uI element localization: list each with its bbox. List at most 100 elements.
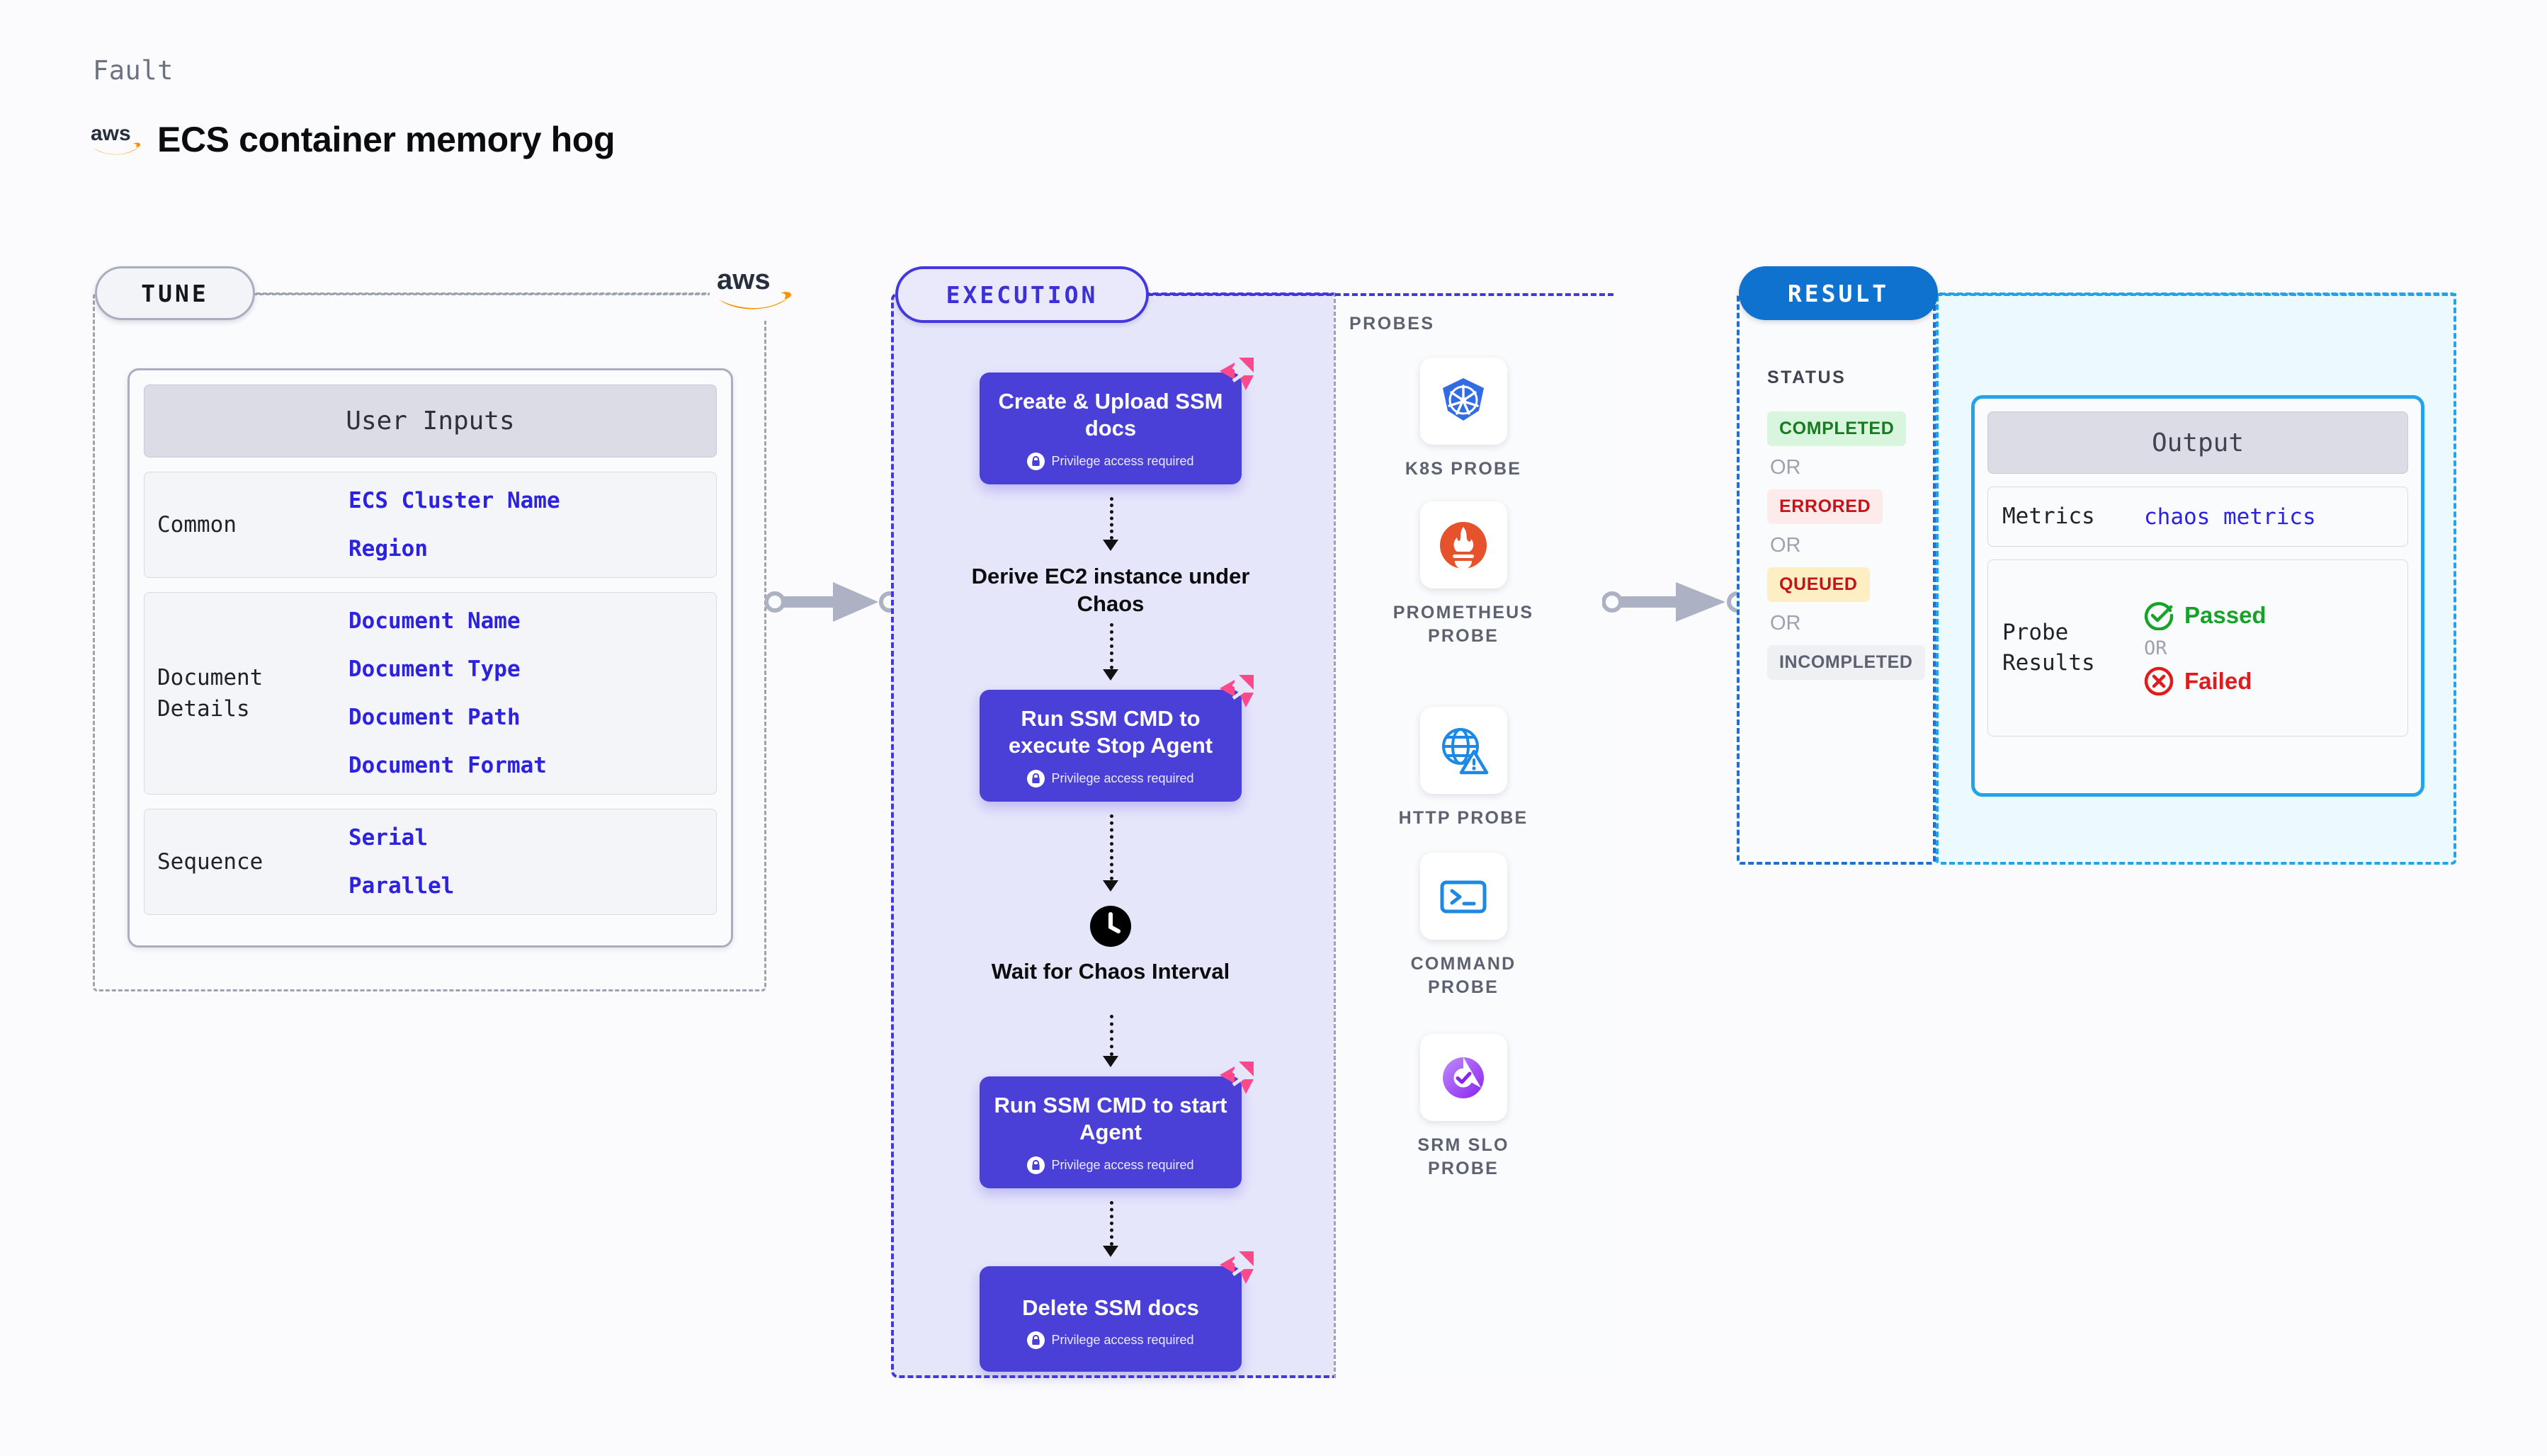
tune-row-common: Common ECS Cluster Name Region (144, 472, 717, 578)
harness-logo-icon (1220, 1062, 1254, 1094)
or-separator: OR (1770, 534, 1801, 557)
output-metrics-value[interactable]: chaos metrics (2144, 504, 2316, 530)
tune-row-values: ECS Cluster Name Region (348, 488, 560, 562)
probe-label: PROMETHEUS PROBE (1392, 603, 1534, 646)
tune-value[interactable]: Region (348, 536, 428, 562)
tune-value[interactable]: ECS Cluster Name (348, 488, 560, 513)
tune-value[interactable]: Parallel (348, 873, 455, 899)
tune-row-key: Sequence (157, 848, 263, 875)
tune-pill[interactable]: TUNE (95, 266, 255, 320)
probes-column (1334, 292, 1618, 1378)
tune-pill-label: TUNE (141, 279, 209, 307)
flow-node-sub-label: Privilege access required (1051, 1157, 1194, 1172)
probe-label: SRM SLO PROBE (1417, 1135, 1509, 1178)
or-separator: OR (1770, 456, 1801, 479)
status-list: COMPLETED OR ERRORED OR QUEUED OR INCOMP… (1767, 411, 1925, 680)
probe-item-k8s[interactable]: K8S PROBE (1382, 358, 1545, 481)
tune-value[interactable]: Document Type (348, 656, 521, 682)
flow-node-subtitle: Privilege access required (989, 452, 1232, 470)
output-row-key: Metrics (2002, 504, 2095, 529)
flow-connector (1110, 497, 1113, 540)
status-badge-incompleted: INCOMPLETED (1767, 645, 1925, 680)
flow-connector-arrow (1103, 1246, 1118, 1257)
flow-connector (1110, 1015, 1113, 1056)
probe-result-values: Passed OR Failed (2144, 601, 2267, 696)
flow-node-derive-ec2-instance: Derive EC2 instance under Chaos (962, 562, 1259, 618)
probe-item-command[interactable]: COMMAND PROBE (1382, 853, 1545, 999)
probe-tile (1419, 358, 1507, 445)
execution-pill-label: EXECUTION (946, 280, 1099, 309)
check-circle-icon (2144, 602, 2174, 630)
status-badge-completed: COMPLETED (1767, 411, 1907, 446)
tune-value[interactable]: Serial (348, 825, 428, 851)
or-separator: OR (1770, 612, 1801, 635)
probe-item-prometheus[interactable]: PROMETHEUS PROBE (1382, 501, 1545, 647)
flow-node-title: Run SSM CMD to execute Stop Agent (1008, 706, 1213, 758)
lock-icon (1027, 1331, 1045, 1350)
harness-logo-icon (1220, 675, 1254, 707)
probe-item-srm-slo[interactable]: SRM SLO PROBE (1382, 1034, 1545, 1180)
tune-row-values: Serial Parallel (348, 825, 454, 899)
flow-connector-arrow (1103, 880, 1118, 892)
or-separator: OR (2144, 637, 2167, 659)
lock-icon (1027, 1156, 1045, 1174)
tune-value[interactable]: Document Name (348, 608, 521, 634)
flow-node-wait-for-chaos-interval: Wait for Chaos Interval (962, 905, 1259, 985)
status-badge-queued: QUEUED (1767, 567, 1870, 602)
flow-connector (1110, 1201, 1113, 1246)
probe-result-passed: Passed (2144, 601, 2267, 630)
flow-node-delete-ssm-docs[interactable]: Delete SSM docs Privilege access require… (980, 1251, 1254, 1372)
flow-node-title: Run SSM CMD to start Agent (994, 1093, 1227, 1145)
connector-execution-to-result (1602, 582, 1747, 622)
tune-value[interactable]: Document Format (348, 753, 547, 778)
flow-node-run-ssm-stop-agent[interactable]: Run SSM CMD to execute Stop Agent Privil… (980, 675, 1254, 802)
flow-node-run-ssm-start-agent[interactable]: Run SSM CMD to start Agent Privilege acc… (980, 1062, 1254, 1188)
output-card-title: Output (1987, 411, 2408, 474)
flow-node-title: Delete SSM docs (1022, 1295, 1199, 1320)
flow-node-title: Derive EC2 instance under Chaos (971, 564, 1250, 617)
probe-label: HTTP PROBE (1398, 808, 1528, 828)
execution-panel (891, 292, 1618, 1378)
probe-tile (1419, 853, 1507, 940)
flow-node-title: Wait for Chaos Interval (991, 959, 1230, 984)
probes-title: PROBES (1349, 314, 1435, 334)
terminal-icon (1440, 880, 1487, 913)
flow-node-subtitle: Privilege access required (989, 1331, 1232, 1350)
status-title: STATUS (1767, 368, 1847, 387)
probe-label: K8S PROBE (1405, 459, 1522, 479)
page-title-row: aws ECS container memory hog (91, 119, 615, 160)
tune-row-key: Common (157, 511, 237, 538)
user-inputs-card: User Inputs Common ECS Cluster Name Regi… (127, 368, 733, 948)
tune-row-sequence: Sequence Serial Parallel (144, 809, 717, 915)
execution-pill[interactable]: EXECUTION (895, 266, 1149, 323)
tune-leader-line (253, 293, 712, 295)
harness-logo-icon (1220, 358, 1254, 390)
flow-node-sub-label: Privilege access required (1051, 1333, 1194, 1348)
probe-item-http[interactable]: HTTP PROBE (1382, 707, 1545, 830)
result-leader-line (1936, 293, 2456, 296)
svg-text:aws: aws (717, 264, 771, 295)
output-row-metrics: Metrics chaos metrics (1987, 487, 2408, 547)
lock-icon (1027, 769, 1045, 787)
svg-text:aws: aws (91, 122, 131, 145)
kubernetes-icon (1443, 377, 1484, 421)
tune-value[interactable]: Document Path (348, 705, 521, 730)
lock-icon (1027, 452, 1045, 470)
aws-logo-icon: aws (91, 122, 141, 155)
probe-tile (1419, 707, 1507, 794)
flow-node-create-upload-ssm-docs[interactable]: Create & Upload SSM docs Privilege acces… (980, 358, 1254, 484)
flow-node-title: Create & Upload SSM docs (998, 389, 1223, 441)
http-globe-icon (1442, 727, 1489, 774)
status-badge-errored: ERRORED (1767, 489, 1883, 524)
tune-row-values: Document Name Document Type Document Pat… (348, 608, 547, 778)
flow-connector (1110, 814, 1113, 880)
flow-connector-arrow (1103, 669, 1118, 681)
execution-flow: Create & Upload SSM docs Privilege acces… (891, 292, 1331, 1378)
probe-tile (1419, 501, 1507, 588)
result-pill[interactable]: RESULT (1739, 266, 1938, 320)
